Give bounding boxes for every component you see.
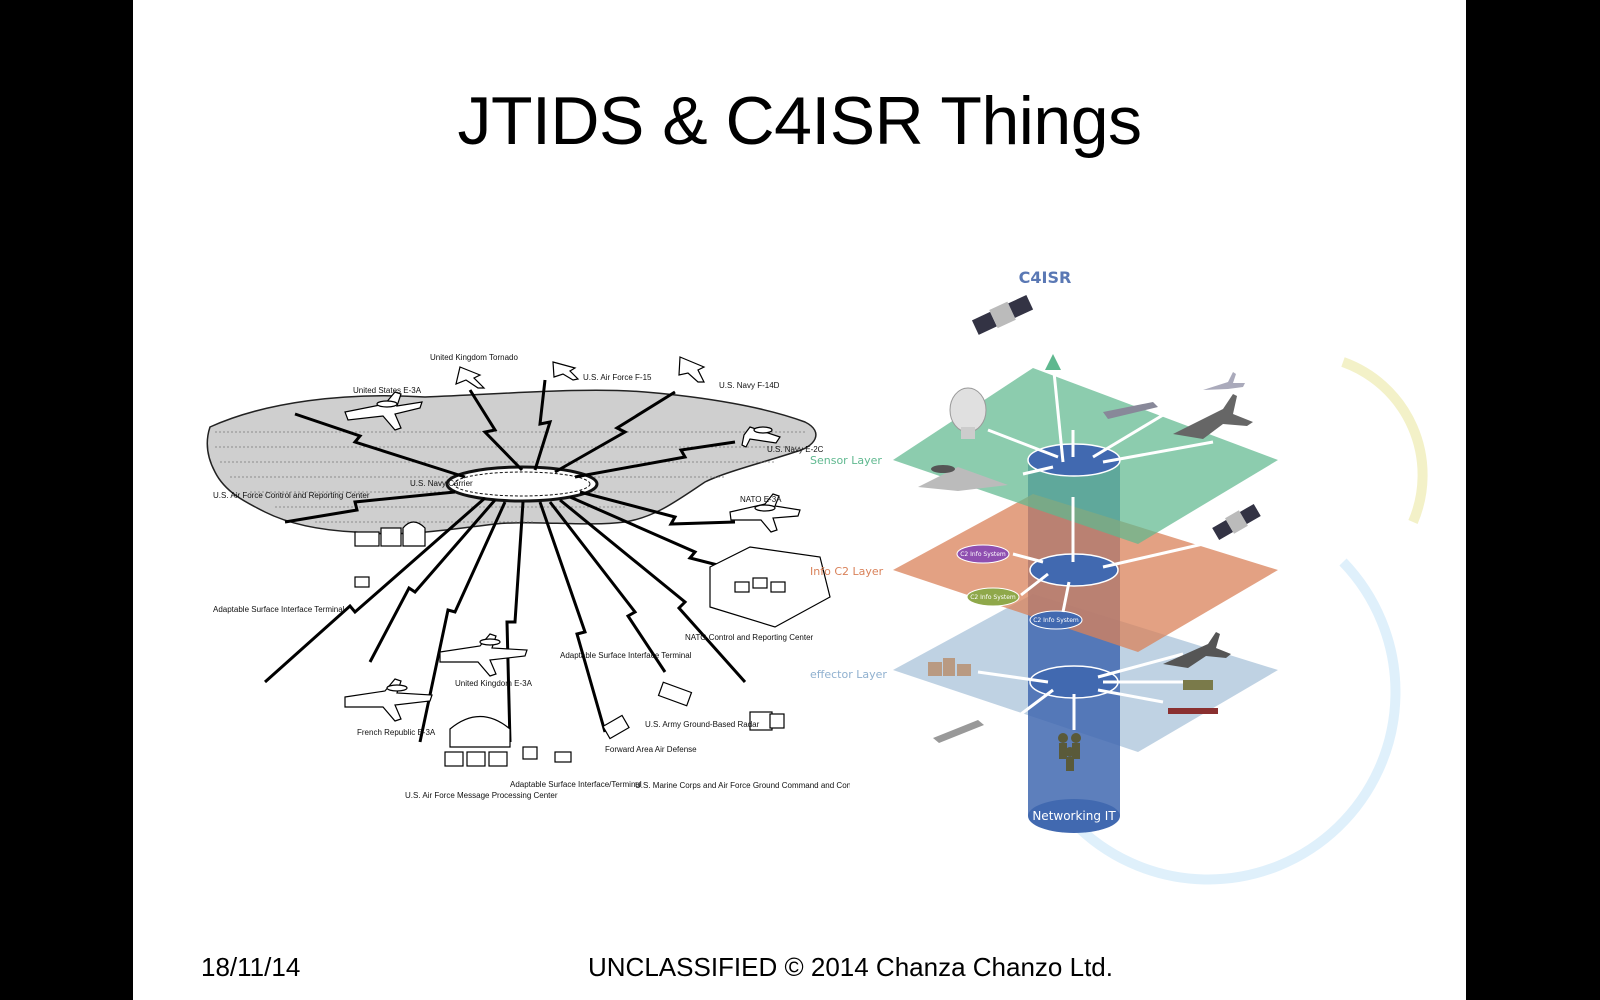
c2-node-3 xyxy=(1029,610,1083,630)
nato-e3a-icon xyxy=(729,493,801,533)
decor-arc-blue xyxy=(1069,558,1401,885)
c2-node-2-label: C2 Info System xyxy=(970,594,1016,601)
label-uk-e3a: United Kingdom E-3A xyxy=(455,679,533,688)
label-usaf-crc: U.S. Air Force Control and Reporting Cen… xyxy=(213,491,370,500)
satellite-uplink-arrowhead xyxy=(1045,354,1061,370)
small-jet-icon xyxy=(1203,372,1245,390)
c2-node-1-label: C2 Info System xyxy=(960,551,1006,558)
e3a-us-icon xyxy=(344,391,423,431)
label-nato-e3a: NATO E-3A xyxy=(740,495,782,504)
label-french-e3a: French Republic E-3A xyxy=(357,728,436,737)
sensor-layer-label: Sensor Layer xyxy=(810,454,882,467)
radar-dish-icon xyxy=(949,387,987,439)
soldiers-icon xyxy=(1058,733,1081,771)
city-icon xyxy=(928,658,971,676)
info-c2-layer-label: Info C2 Layer xyxy=(810,565,884,578)
crc-building-icon xyxy=(354,531,380,547)
label-nato-crc: NATO Control and Reporting Center xyxy=(685,633,814,642)
c2-node-2 xyxy=(966,587,1020,607)
effector-layer-label: effector Layer xyxy=(810,668,887,681)
jtids-diagram: United Kingdom Tornado United States E-3… xyxy=(206,353,850,800)
label-asit-left: Adaptable Surface Interface Terminal xyxy=(213,605,345,614)
c4isr-diagram: C4ISR Networking IT C2 Info System C2 In… xyxy=(810,268,1428,885)
footer-date: 18/11/14 xyxy=(201,952,301,982)
c2-node-1 xyxy=(956,544,1010,564)
label-us-e3a: United States E-3A xyxy=(353,386,422,395)
terrain-map xyxy=(206,389,817,535)
label-us-army-radar: U.S. Army Ground-Based Radar xyxy=(645,720,760,729)
effector-jet-icon xyxy=(1163,632,1231,668)
slide: JTIDS & C4ISR Things xyxy=(133,0,1466,1000)
link-arrows xyxy=(977,361,1214,730)
label-usn-carrier: U.S. Navy Carrier xyxy=(410,479,473,488)
warship-icon xyxy=(1168,708,1218,714)
army-radar-icon xyxy=(657,681,693,707)
f14d-icon xyxy=(678,356,706,383)
e2c-icon xyxy=(741,426,781,448)
label-asit-bottom: Adaptable Surface Interface/Terminal xyxy=(510,780,642,789)
mpc-building-icon xyxy=(449,716,511,748)
uk-e3a-icon xyxy=(439,633,528,677)
label-usaf-mpc: U.S. Air Force Message Processing Center xyxy=(405,791,558,800)
nato-crc-icon xyxy=(709,546,831,628)
label-usn-e2c: U.S. Navy E-2C xyxy=(767,445,824,454)
label-asit-mid: Adaptable Surface Interface Terminal xyxy=(560,651,692,660)
footer-classification: UNCLASSIFIED © 2014 Chanza Chanzo Ltd. xyxy=(588,952,1113,982)
decor-arc-yellow xyxy=(1341,357,1428,524)
c2-node-3-label: C2 Info System xyxy=(1033,617,1079,624)
fighter-jet-icon xyxy=(1173,394,1253,439)
asit-left-icon xyxy=(354,576,370,588)
label-usmc-gcc: U.S. Marine Corps and Air Force Ground C… xyxy=(635,781,850,790)
stealth-drone-icon xyxy=(918,467,1008,491)
effector-uav-icon xyxy=(933,720,984,743)
label-fwd-air-def: Forward Area Air Defense xyxy=(605,745,697,754)
networking-label: Networking IT xyxy=(1032,809,1116,823)
french-e3a-icon xyxy=(344,678,433,722)
label-usn-f14d: U.S. Navy F-14D xyxy=(719,381,780,390)
tornado-icon xyxy=(455,366,486,389)
slide-title: JTIDS & C4ISR Things xyxy=(457,83,1142,159)
aircraft-icons xyxy=(344,356,801,722)
tank-icon xyxy=(1183,680,1213,690)
c4isr-title: C4ISR xyxy=(1019,268,1072,287)
satellite-2-icon xyxy=(1212,503,1261,541)
label-usaf-f15: U.S. Air Force F-15 xyxy=(583,373,652,382)
faad-icon xyxy=(602,714,630,740)
uav-icon xyxy=(1103,402,1158,419)
label-uk-tornado: United Kingdom Tornado xyxy=(430,353,518,362)
ground-facility-icons xyxy=(354,521,831,767)
jtids-net-ring xyxy=(445,465,599,503)
f15-icon xyxy=(552,361,580,381)
satellite-icon xyxy=(971,294,1034,335)
